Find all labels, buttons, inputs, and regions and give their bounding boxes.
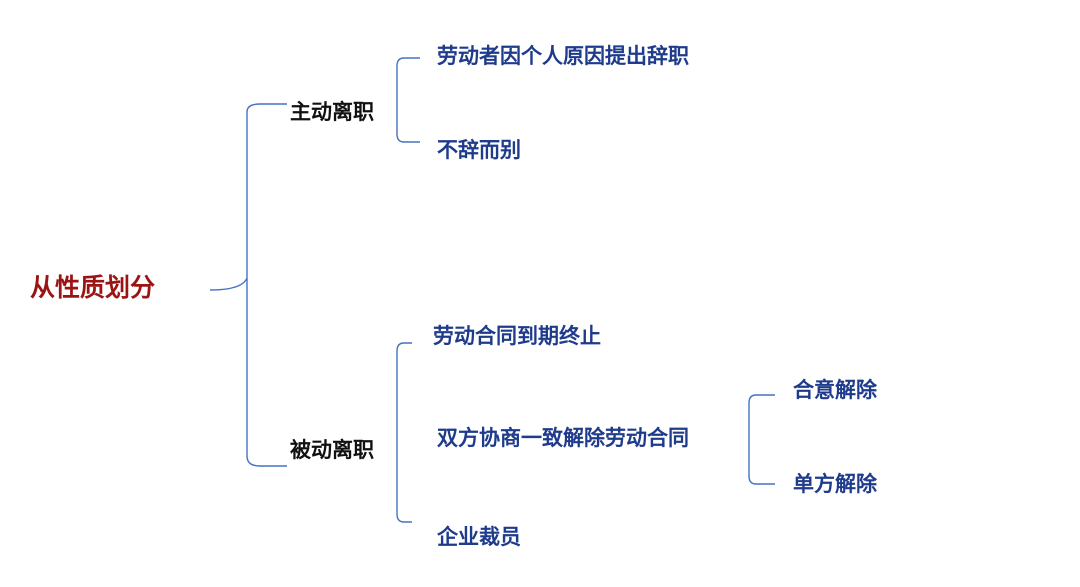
branch-involuntary: 被动离职 (290, 438, 374, 462)
root-bracket (209, 103, 287, 467)
leaf-consensual-termination: 合意解除 (793, 378, 877, 402)
branch-voluntary: 主动离职 (290, 100, 374, 124)
involuntary-bracket (396, 342, 412, 523)
root-node: 从性质划分 (30, 273, 156, 302)
leaf-unilateral-termination: 单方解除 (793, 472, 877, 496)
leaf-contract-expiry: 劳动合同到期终止 (433, 324, 601, 348)
leaf-mutual-termination: 双方协商一致解除劳动合同 (437, 426, 689, 450)
mutual-bracket (748, 394, 775, 485)
leaf-personal-resignation: 劳动者因个人原因提出辞职 (437, 44, 689, 68)
leaf-leave-without-notice: 不辞而别 (437, 138, 521, 162)
leaf-layoff: 企业裁员 (437, 525, 521, 549)
voluntary-bracket (396, 57, 420, 143)
